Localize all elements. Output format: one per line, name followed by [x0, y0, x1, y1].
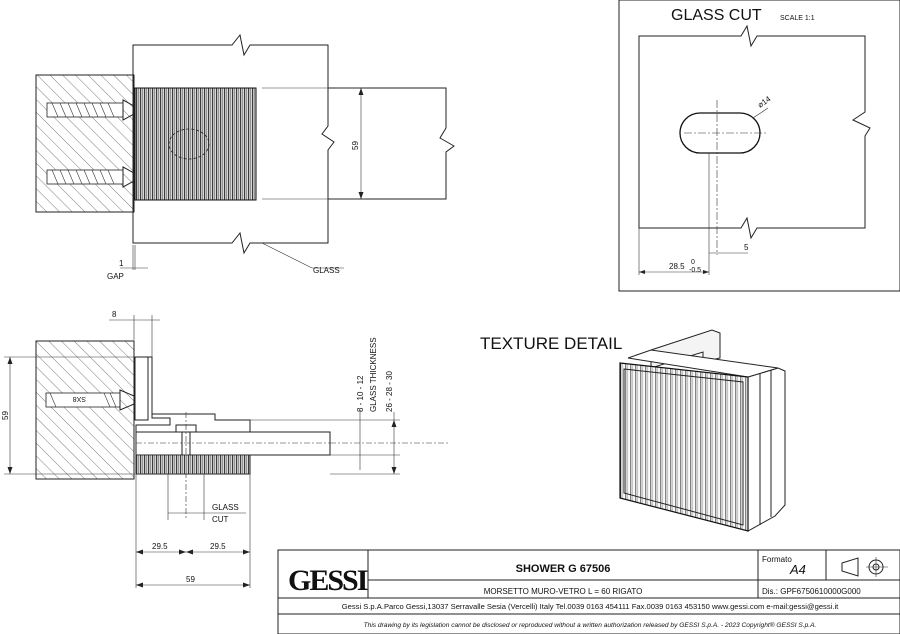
glass-cut-scale: SCALE 1:1 [780, 15, 815, 22]
glass-thickness-label: GLASS THICKNESS [369, 337, 378, 412]
glass-label: GLASS [313, 266, 340, 275]
section-height-dim: 59 [1, 411, 10, 420]
glass-cut-slot [679, 112, 761, 154]
glass-break-left [321, 88, 335, 199]
drawing-number: Dis.: GPF6750610000G000 [762, 587, 861, 596]
section-view: SX8 8 59 8 - 10 - 12 GLASS THICKNESS 26 … [1, 310, 450, 588]
glass-cut-width: 28.5 [669, 262, 685, 271]
company-address: Gessi S.p.A.Parco Gessi,13037 Serravalle… [342, 602, 839, 611]
clamp-body [134, 87, 257, 201]
wall-anchor-bottom [46, 166, 135, 188]
plan-height-dim: 59 [351, 141, 360, 150]
clamp-plate [134, 356, 149, 421]
glass-cut-panel: GLASS CUT SCALE 1:1 ⌀14 5 28.5 0 -0.5 [618, 0, 900, 292]
format-value: A4 [789, 562, 806, 577]
glass-cut-frame [618, 0, 900, 292]
texture-top [627, 349, 779, 378]
glass-hole-hidden [168, 128, 210, 160]
gap-dim-value: 1 [119, 259, 124, 268]
section-anchor: SX8 [45, 389, 135, 411]
product-title: SHOWER G 67506 [516, 563, 611, 575]
title-block: GESSI SHOWER G 67506 MORSETTO MURO-VETRO… [277, 549, 900, 634]
plan-view: 59 1 GAP GLASS [35, 33, 455, 281]
projection-symbol-icon [841, 557, 888, 577]
glass-cut-title: GLASS CUT [671, 7, 762, 24]
glass-cut-offset: 5 [744, 243, 749, 252]
section-glass [135, 431, 331, 456]
wall-section [35, 74, 135, 213]
glass-outline [132, 33, 455, 255]
glass-thickness-values: 8 - 10 - 12 [356, 375, 365, 412]
glass-cut-diameter: ⌀14 [756, 94, 773, 110]
section-glass-cut-label-1: GLASS [212, 503, 239, 512]
wall-anchor-top [46, 99, 135, 121]
svg-text:SX8: SX8 [73, 395, 86, 402]
half-right-dim: 29.5 [210, 542, 226, 551]
half-left-dim: 29.5 [152, 542, 168, 551]
legal-notice: This drawing by its legislation cannot b… [364, 621, 817, 629]
gessi-logo: GESSI [288, 564, 368, 597]
texture-front-face [619, 362, 749, 532]
section-top-dim: 8 [112, 310, 117, 319]
total-width-dim: 59 [186, 575, 195, 584]
format-label: Formato [762, 555, 792, 564]
glass-cut-tol-upper: 0 [691, 259, 695, 266]
section-wall [35, 340, 135, 480]
texture-detail: TEXTURE DETAIL [480, 329, 786, 532]
gap-label: GAP [107, 272, 124, 281]
total-thickness-values: 26 - 28 - 30 [385, 371, 394, 412]
glass-cut-outline [638, 24, 871, 240]
texture-title: TEXTURE DETAIL [480, 334, 622, 353]
texture-side [747, 367, 786, 532]
section-glass-cut-label-2: CUT [212, 515, 229, 524]
glass-cut-tol-lower: -0.5 [689, 267, 701, 274]
product-description: MORSETTO MURO-VETRO L = 60 RIGATO [484, 587, 643, 596]
